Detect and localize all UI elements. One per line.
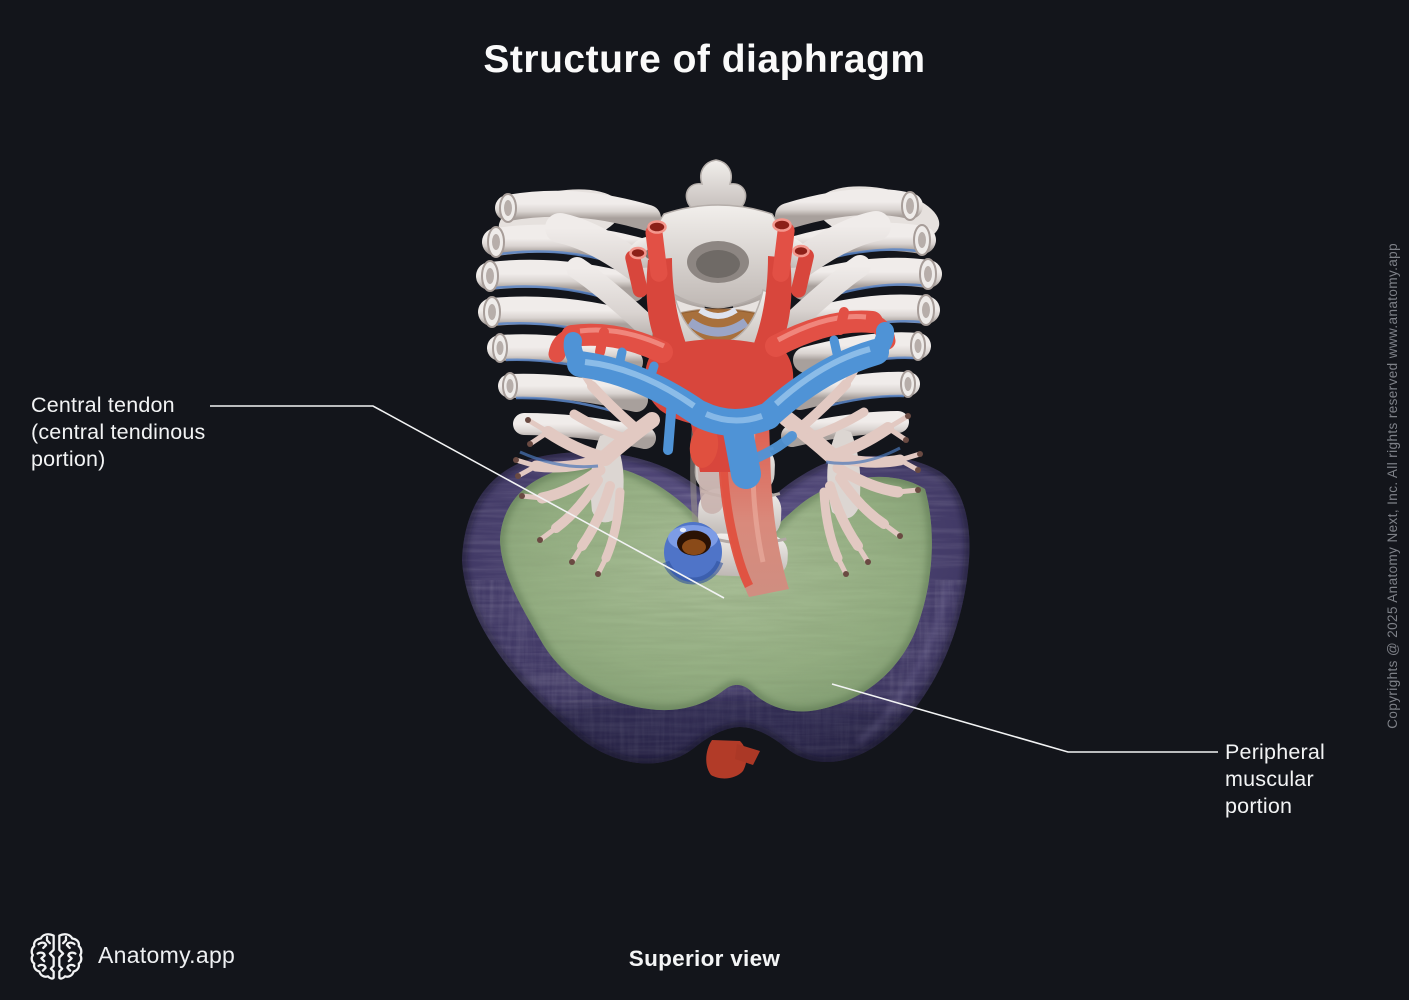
annotation-line: Central tendon [31,393,175,417]
annotation-line: portion [1225,794,1293,818]
brand: Anatomy.app [30,929,235,982]
leader-line-central-tendon [210,405,725,599]
annotation-line: Peripheral [1225,740,1325,764]
leader-line-peripheral [831,683,1218,753]
copyright-vertical: Copyrights @ 2025 Anatomy Next, Inc. All… [1385,243,1400,729]
abdominal-aorta-stub [706,740,760,779]
brand-name: Anatomy.app [98,942,236,968]
caval-opening-ivc-ring [662,522,724,585]
leader-lines [210,405,1218,753]
cut-artery-stumps [625,218,814,298]
veins [519,322,901,489]
ribcage-left [476,189,705,449]
view-label: Superior view [628,946,781,971]
page-title: Structure of diaphragm [483,38,926,81]
annotation-line: (central tendinous [31,420,206,444]
annotation-peripheral-muscular: Peripheral muscular portion [1225,739,1325,820]
annotation-central-tendon: Central tendon (central tendinous portio… [31,392,206,473]
annotation-line: portion) [31,447,106,471]
annotation-line: muscular [1225,767,1314,791]
